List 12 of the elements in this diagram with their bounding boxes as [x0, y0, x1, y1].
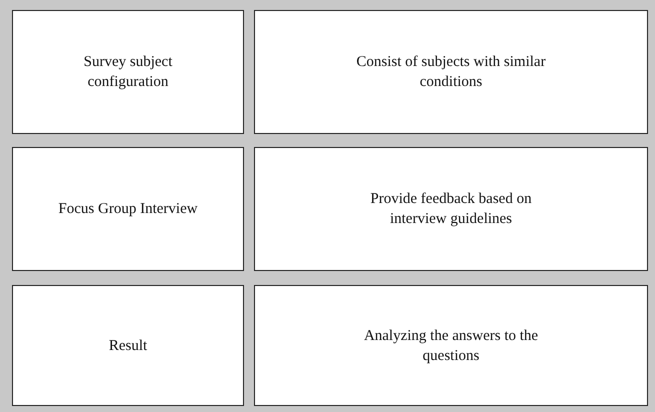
box-text: Result [108, 336, 148, 356]
box-text: Analyzing the answers to the questions [362, 326, 540, 366]
box-text: Consist of subjects with similar conditions [355, 53, 547, 92]
box-text: Focus Group Interview [58, 200, 198, 219]
text-box [12, 147, 244, 271]
text-box [254, 147, 648, 271]
box-text: Provide feedback based on interview guidelines [369, 190, 533, 229]
box-text: Survey subject configuration [82, 53, 174, 92]
text-box [12, 10, 244, 134]
text-box [254, 285, 648, 406]
text-box [12, 285, 244, 406]
text-box [254, 10, 648, 134]
